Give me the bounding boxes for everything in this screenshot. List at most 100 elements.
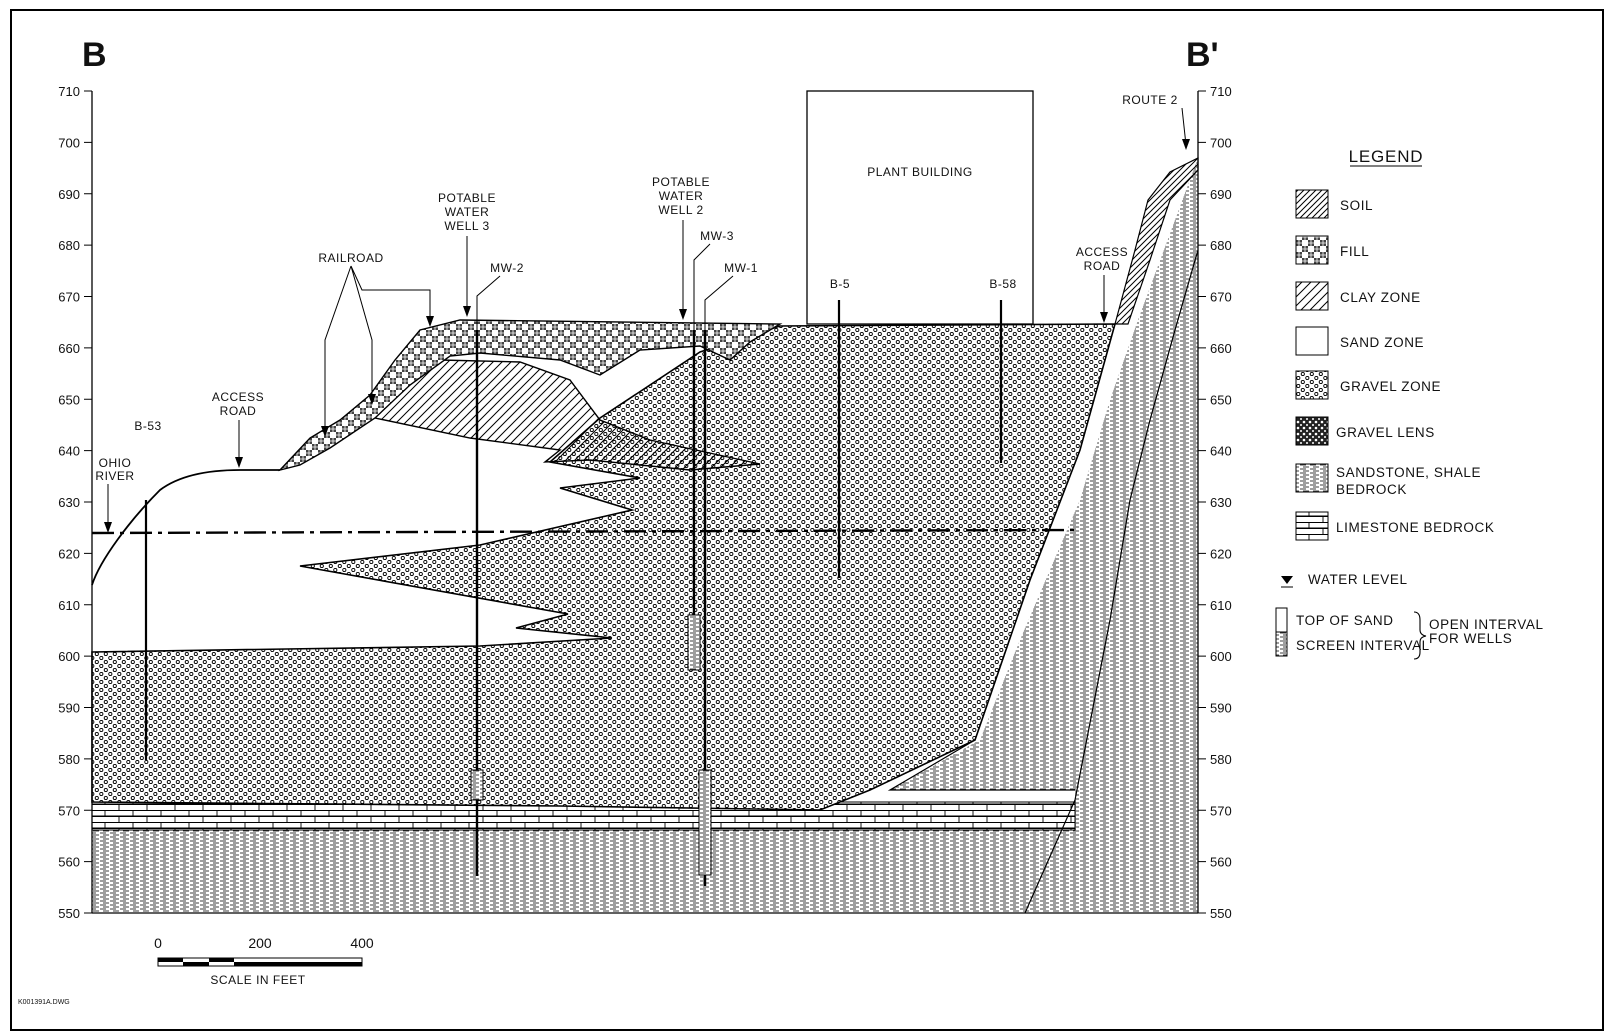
well-mw3-label: MW-3 (700, 229, 734, 243)
legend-label-sandstone-2: BEDROCK (1336, 482, 1407, 497)
access-road-right-label-1: ACCESS (1076, 245, 1128, 259)
water-level-line (91, 528, 1076, 535)
mw2-screen (470, 769, 484, 801)
well-mw1-label: MW-1 (724, 261, 758, 275)
route-2-label: ROUTE 2 (1122, 93, 1178, 107)
scale-bar-segment-4 (183, 962, 209, 966)
access-road-right-arrow (1100, 312, 1108, 323)
left-tick-label: 660 (58, 341, 80, 356)
scale-label: SCALE IN FEET (210, 973, 305, 987)
mw3-screen (687, 614, 701, 671)
well-symbol-screen (1275, 631, 1288, 657)
ohio-river-arrow (104, 522, 112, 533)
open-interval-brace (1413, 611, 1427, 660)
left-tick-label: 640 (58, 444, 80, 459)
legend-swatch-gravel-lens (1295, 416, 1329, 446)
railroad-arrow-1 (321, 426, 329, 437)
right-tick-label: 630 (1210, 495, 1232, 510)
mw1-screen (698, 769, 712, 876)
boring-b58-label: B-58 (989, 277, 1016, 291)
legend-swatch-sandstone (1295, 463, 1329, 493)
plant-building (806, 90, 1034, 325)
ohio-river-label-2: RIVER (95, 469, 134, 483)
potable-well-2-label-2: WATER (659, 189, 704, 203)
left-tick-label: 590 (58, 701, 80, 716)
scale-bar-segment-2 (209, 958, 234, 962)
sheet-border (10, 9, 1604, 1031)
right-tick-label: 610 (1210, 598, 1232, 613)
potable-well-2-label-3: WELL 2 (658, 203, 703, 217)
right-tick-label: 550 (1210, 906, 1232, 921)
gravel-zone (91, 323, 1117, 811)
legend-label-open-interval-1: OPEN INTERVAL (1429, 617, 1544, 632)
well-mw3-leader (693, 243, 711, 330)
legend-swatch-soil (1295, 189, 1329, 219)
plant-building-label: PLANT BUILDING (867, 165, 972, 179)
left-tick-label: 550 (58, 906, 80, 921)
legend-label-open-interval-2: FOR WELLS (1429, 631, 1512, 646)
right-tick-label: 580 (1210, 752, 1232, 767)
sandstone-shale-bedrock (92, 158, 1198, 913)
left-tick-label: 560 (58, 855, 80, 870)
section-label-right: B' (1186, 36, 1219, 74)
legend-swatch-sand (1295, 326, 1329, 356)
potable-well-3-label-1: POTABLE (438, 191, 496, 205)
legend-title: LEGEND (1349, 147, 1424, 166)
ground-surface (91, 469, 280, 586)
legend-label-top-of-sand: TOP OF SAND (1296, 613, 1394, 628)
water-level-icon (1281, 576, 1293, 584)
left-tick-label: 570 (58, 803, 80, 818)
legend-label-limestone: LIMESTONE BEDROCK (1336, 520, 1494, 535)
right-tick-label: 590 (1210, 701, 1232, 716)
legend-swatch-gravel (1295, 370, 1329, 400)
potable-well-2-label-1: POTABLE (652, 175, 710, 189)
right-tick-label: 600 (1210, 649, 1232, 664)
scale-bar-segment-5 (234, 962, 260, 966)
left-tick-label: 620 (58, 546, 80, 561)
legend-label-sand: SAND ZONE (1340, 335, 1424, 350)
drawing-file-id: K001391A.DWG (18, 999, 70, 1006)
access-road-left-arrow (235, 457, 243, 468)
right-axis-ticks: 7107006906806706606506406306206106005905… (1198, 84, 1232, 921)
right-tick-label: 570 (1210, 803, 1232, 818)
scale-tick-200: 200 (248, 935, 272, 951)
left-tick-label: 580 (58, 752, 80, 767)
route-2-leader (1181, 107, 1187, 146)
right-tick-label: 560 (1210, 855, 1232, 870)
railroad-label: RAILROAD (318, 251, 383, 265)
right-tick-label: 700 (1210, 135, 1232, 150)
railroad-arrow-3 (426, 316, 434, 327)
right-tick-label: 650 (1210, 392, 1232, 407)
legend-swatch-limestone (1295, 511, 1329, 541)
well-mw2-label: MW-2 (490, 261, 524, 275)
right-tick-label: 660 (1210, 341, 1232, 356)
railroad-arrow-2 (368, 394, 376, 405)
scale-bar: 0 200 400 SCALE IN FEET (154, 935, 374, 987)
legend-label-fill: FILL (1340, 244, 1369, 259)
right-tick-label: 640 (1210, 444, 1232, 459)
railroad-leaders (324, 265, 431, 432)
left-tick-label: 690 (58, 187, 80, 202)
left-tick-label: 670 (58, 290, 80, 305)
left-tick-label: 650 (58, 392, 80, 407)
well-symbol-top-of-sand (1275, 607, 1288, 633)
left-tick-label: 710 (58, 84, 80, 99)
left-tick-label: 630 (58, 495, 80, 510)
well-mw1-leader (704, 275, 734, 330)
potable-well-3-arrow (463, 306, 471, 317)
legend-label-gravel: GRAVEL ZONE (1340, 379, 1441, 394)
legend-swatch-clay (1295, 281, 1329, 311)
bedrock-contact-line-right (1024, 249, 1199, 914)
well-mw2-leader (476, 275, 501, 330)
left-tick-label: 680 (58, 238, 80, 253)
access-road-right-label-2: ROAD (1084, 259, 1121, 273)
left-tick-label: 610 (58, 598, 80, 613)
legend-label-gravel-lens: GRAVEL LENS (1336, 425, 1435, 440)
legend-label-sandstone-1: SANDSTONE, SHALE (1336, 465, 1481, 480)
potable-well-3-label-2: WATER (445, 205, 490, 219)
right-tick-label: 680 (1210, 238, 1232, 253)
left-axis-ticks: 7107006906806706606506406306206106005905… (58, 84, 92, 921)
section-label-left: B (82, 36, 107, 74)
bedrock-contact-line (887, 739, 1075, 791)
